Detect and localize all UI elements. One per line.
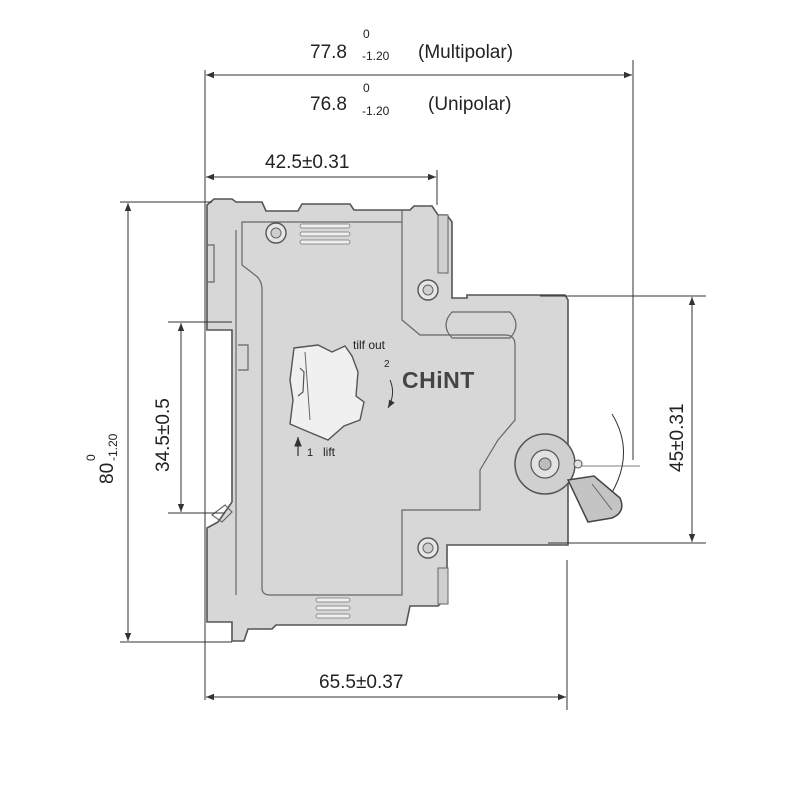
vent-slots-bottom	[315, 597, 351, 619]
handle-window	[445, 311, 517, 339]
dim-unipolar-label: (Unipolar)	[428, 94, 511, 115]
rail-hook	[238, 344, 249, 371]
brand-logo: CHiNT	[402, 367, 475, 393]
dim-multipolar-tol-upper: 0	[363, 27, 370, 41]
rail-latch	[210, 504, 233, 523]
lift-label: lift	[323, 445, 336, 459]
dim-multipolar-label: (Multipolar)	[418, 42, 513, 63]
dim-height-tol-lower: -1.20	[106, 433, 120, 461]
step-one-label: 1	[307, 447, 313, 459]
dim-height-tol-upper: 0	[84, 454, 98, 461]
terminal-bottom	[437, 567, 449, 605]
dim-front-width: 42.5±0.31	[265, 152, 349, 173]
label-tab	[289, 344, 365, 441]
handle-pivot	[514, 433, 583, 495]
breaker-outline	[206, 198, 569, 642]
step-two-label: 2	[384, 359, 390, 370]
dim-unipolar-value: 76.8	[310, 94, 347, 115]
dim-unipolar-tol-upper: 0	[363, 81, 370, 95]
screw-top-right	[417, 279, 439, 301]
terminal-top	[437, 214, 449, 274]
dim-multipolar-tol-lower: -1.20	[362, 49, 390, 63]
dim-unipolar-tol-lower: -1.20	[362, 104, 390, 118]
extension-lines	[120, 60, 706, 710]
curved-arrow-icon	[387, 379, 395, 409]
breaker-body: CHiNT tilf out 2 1 lift	[206, 198, 640, 642]
clip-top-detail	[207, 244, 215, 283]
dim-front-height: 45±0.31	[667, 403, 688, 472]
vent-slots-top	[299, 223, 351, 245]
toggle-lever	[566, 475, 623, 523]
screw-bottom	[417, 537, 439, 559]
dim-height-value: 80	[97, 463, 118, 484]
dim-din-rail: 34.5±0.5	[153, 398, 174, 472]
dim-multipolar-value: 77.8	[310, 42, 347, 63]
dim-height-group: 80 0 -1.20	[84, 433, 120, 484]
dim-depth: 65.5±0.37	[319, 672, 403, 693]
tilt-out-label: tilf out	[353, 338, 386, 352]
screw-top-left	[265, 222, 287, 244]
face-panel	[241, 221, 516, 596]
